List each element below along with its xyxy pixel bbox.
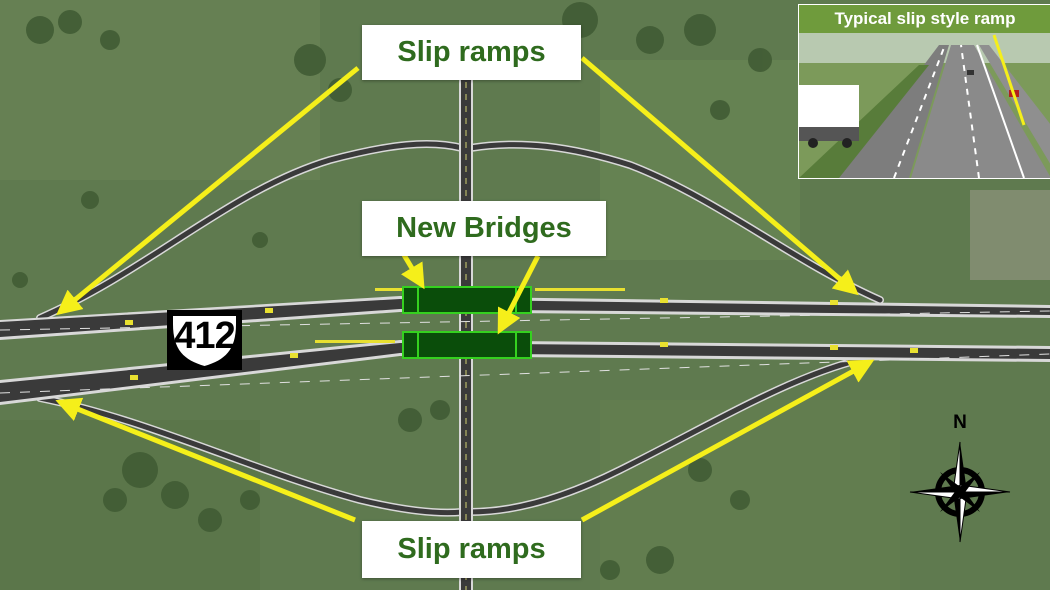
slip-ramps-label-bottom: Slip ramps: [362, 521, 581, 578]
arrow-to-bridge-south: [497, 254, 541, 335]
arrow-to-ramp-sw: [55, 397, 356, 523]
lane-markers: [125, 288, 918, 380]
inset-photo-image: [799, 5, 1050, 178]
highway-412: [0, 296, 1050, 405]
shield-icon: [167, 310, 242, 370]
arrow-to-ramp-ne: [580, 56, 859, 296]
new-bridge-south: [402, 331, 532, 359]
tree-cluster: [12, 2, 772, 580]
compass-rose-icon: [909, 441, 1011, 543]
new-bridges-label: New Bridges: [362, 201, 606, 256]
inset-photo: Typical slip style ramp: [798, 4, 1050, 179]
route-number: 412: [174, 315, 235, 357]
north-arrow: N: [905, 412, 1015, 547]
crossing-road: [459, 70, 473, 590]
slip-ramps-label-top: Slip ramps: [362, 25, 581, 80]
ramp-roads: [36, 140, 884, 517]
arrow-to-ramp-se: [580, 359, 875, 523]
callout-arrows: [55, 56, 875, 523]
arrow-to-ramp-nw: [56, 66, 360, 316]
arrow-to-bridge-north: [400, 253, 425, 290]
field-patch: [970, 190, 1050, 280]
inset-caption: Typical slip style ramp: [799, 5, 1050, 33]
route-shield: 412: [167, 310, 242, 370]
north-label: N: [953, 412, 967, 433]
field-patch: [0, 420, 260, 590]
